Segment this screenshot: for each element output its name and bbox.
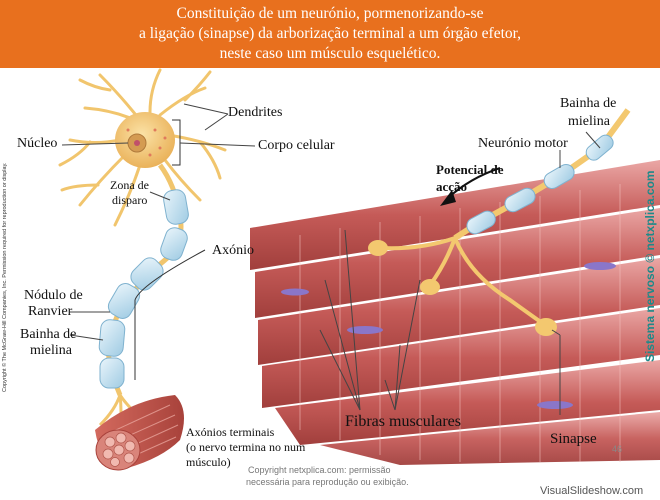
label-myelin-right-1: Bainha de (560, 96, 616, 112)
label-myelin-left-1: Bainha de (20, 327, 76, 343)
label-node-ranvier-1: Nódulo de (24, 288, 83, 304)
label-action-potential-2: acção (436, 179, 467, 195)
muscle-bundle (95, 395, 184, 470)
label-trigger-zone-2: disparo (112, 193, 147, 208)
vertical-side-text: Sistema nervoso © netxplica.com (643, 170, 657, 362)
page-number: 46 (612, 444, 622, 454)
label-axon-terminals-3: músculo) (186, 455, 231, 470)
label-synapse: Sinapse (550, 431, 597, 448)
label-axon-terminals-2: (o nervo termina no num (186, 440, 305, 455)
label-axon: Axónio (212, 243, 254, 259)
label-cell-body: Corpo celular (258, 138, 335, 154)
label-axon-terminals-1: Axónios terminais (186, 425, 274, 440)
label-node-ranvier-2: Ranvier (28, 304, 72, 320)
footer-copyright-1: Copyright netxplica.com: permissão (248, 465, 391, 475)
label-trigger-zone-1: Zona de (110, 178, 149, 193)
label-motor-neuron: Neurónio motor (478, 136, 568, 152)
label-myelin-right-2: mielina (568, 114, 610, 130)
label-nucleus: Núcleo (17, 136, 57, 152)
vertical-copyright: Copyright © The McGraw-Hill Companies, I… (2, 163, 8, 392)
footer-copyright-2: necessária para reprodução ou exibição. (246, 477, 409, 487)
label-muscle-fibers: Fibras musculares (345, 413, 461, 431)
label-action-potential-1: Potencial de (436, 162, 504, 178)
label-dendrites: Dendrites (228, 105, 282, 121)
watermark-text: VisualSlideshow.com (540, 485, 643, 497)
label-myelin-left-2: mielina (30, 343, 72, 359)
